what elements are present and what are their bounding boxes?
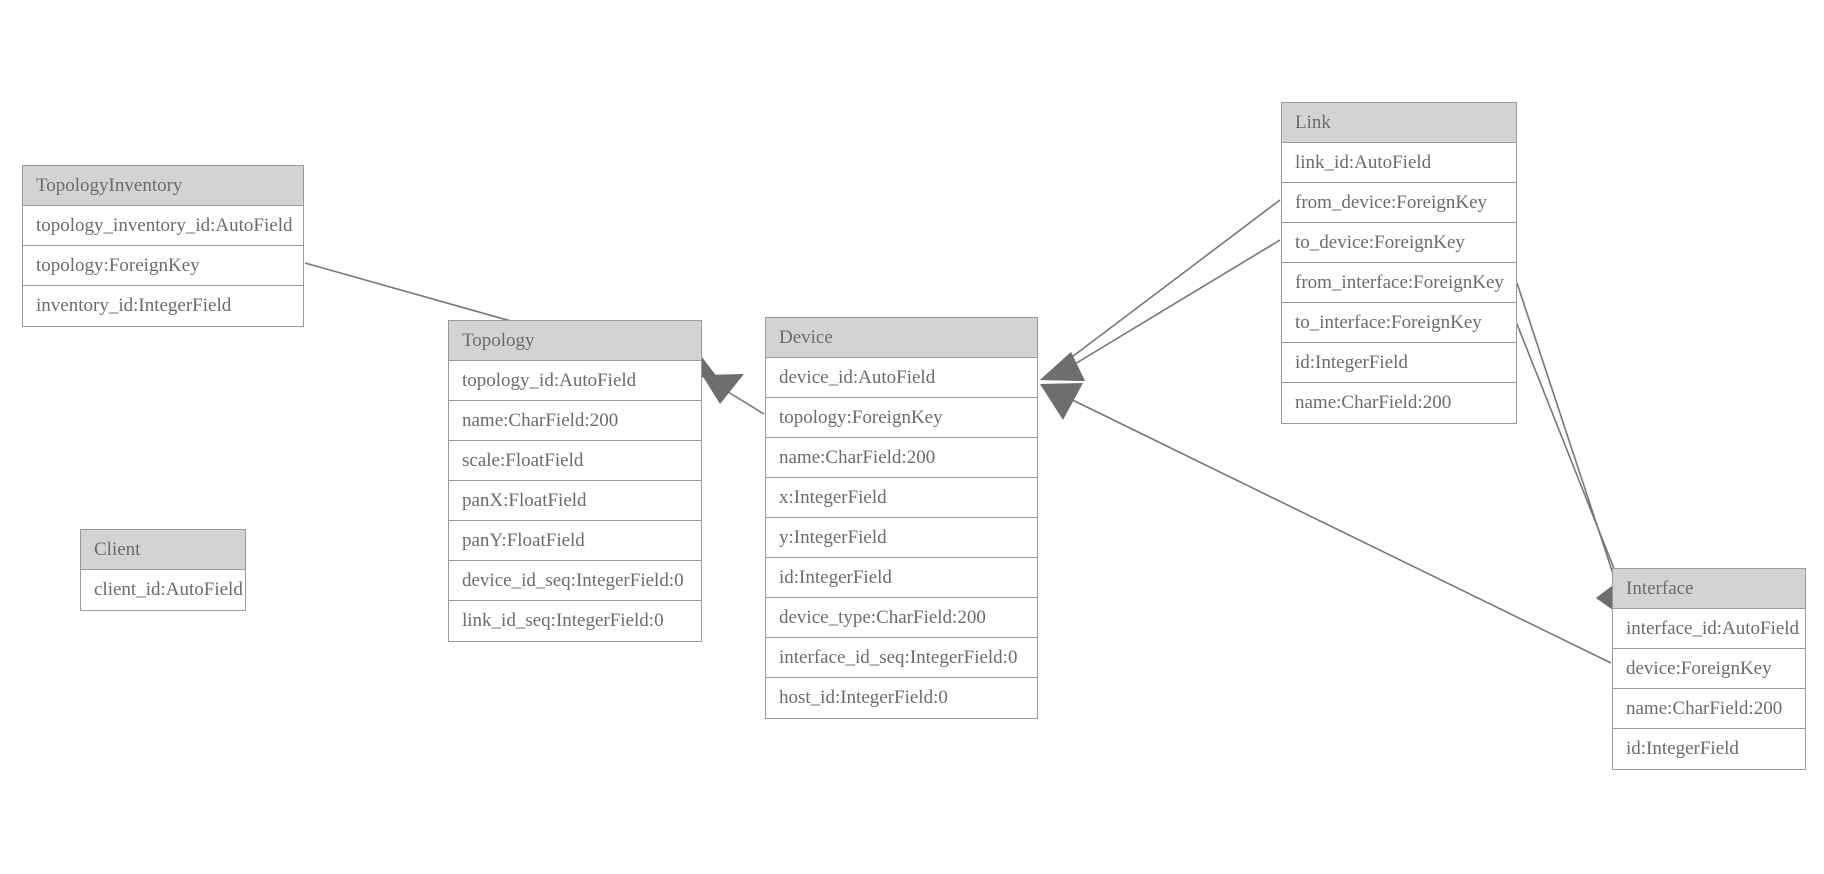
entity-field: interface_id:AutoField (1613, 609, 1805, 649)
entity-field: topology_id:AutoField (449, 361, 701, 401)
entity-field: id:IntegerField (766, 558, 1037, 598)
entity-field: device_id:AutoField (766, 358, 1037, 398)
entity-field: scale:FloatField (449, 441, 701, 481)
entity-field: id:IntegerField (1282, 343, 1516, 383)
entity-field: inventory_id:IntegerField (23, 286, 303, 326)
entity-field: name:CharField:200 (1282, 383, 1516, 423)
entity-field: panX:FloatField (449, 481, 701, 521)
entity-field: panY:FloatField (449, 521, 701, 561)
entity-title-topology-inventory: TopologyInventory (23, 166, 303, 206)
edge-link-to-device-to-device (1040, 239, 1281, 381)
entity-field: client_id:AutoField (81, 570, 245, 610)
entity-field: name:CharField:200 (1613, 689, 1805, 729)
entity-field: from_interface:ForeignKey (1282, 263, 1516, 303)
entity-field: topology_inventory_id:AutoField (23, 206, 303, 246)
entity-field: link_id_seq:IntegerField:0 (449, 601, 701, 641)
entity-field: id:IntegerField (1613, 729, 1805, 769)
edge-interface-device-to-device (1040, 383, 1612, 664)
entity-field: link_id:AutoField (1282, 143, 1516, 183)
entity-field: to_interface:ForeignKey (1282, 303, 1516, 343)
entity-title-device: Device (766, 318, 1037, 358)
edge-link-from-device-to-device (1040, 199, 1281, 381)
edge-device-to-topology (702, 374, 765, 415)
entity-field: device_id_seq:IntegerField:0 (449, 561, 701, 601)
entity-field: device:ForeignKey (1613, 649, 1805, 689)
entity-field: host_id:IntegerField:0 (766, 678, 1037, 718)
entity-field: device_type:CharField:200 (766, 598, 1037, 638)
entity-field: name:CharField:200 (449, 401, 701, 441)
entity-field: interface_id_seq:IntegerField:0 (766, 638, 1037, 678)
entity-field: from_device:ForeignKey (1282, 183, 1516, 223)
entity-title-interface: Interface (1613, 569, 1805, 609)
entity-title-client: Client (81, 530, 245, 570)
entity-field: name:CharField:200 (766, 438, 1037, 478)
entity-title-link: Link (1282, 103, 1516, 143)
entity-field: y:IntegerField (766, 518, 1037, 558)
entity-field: topology:ForeignKey (23, 246, 303, 286)
entity-title-topology: Topology (449, 321, 701, 361)
entity-field: to_device:ForeignKey (1282, 223, 1516, 263)
entity-field: topology:ForeignKey (766, 398, 1037, 438)
entity-field: x:IntegerField (766, 478, 1037, 518)
